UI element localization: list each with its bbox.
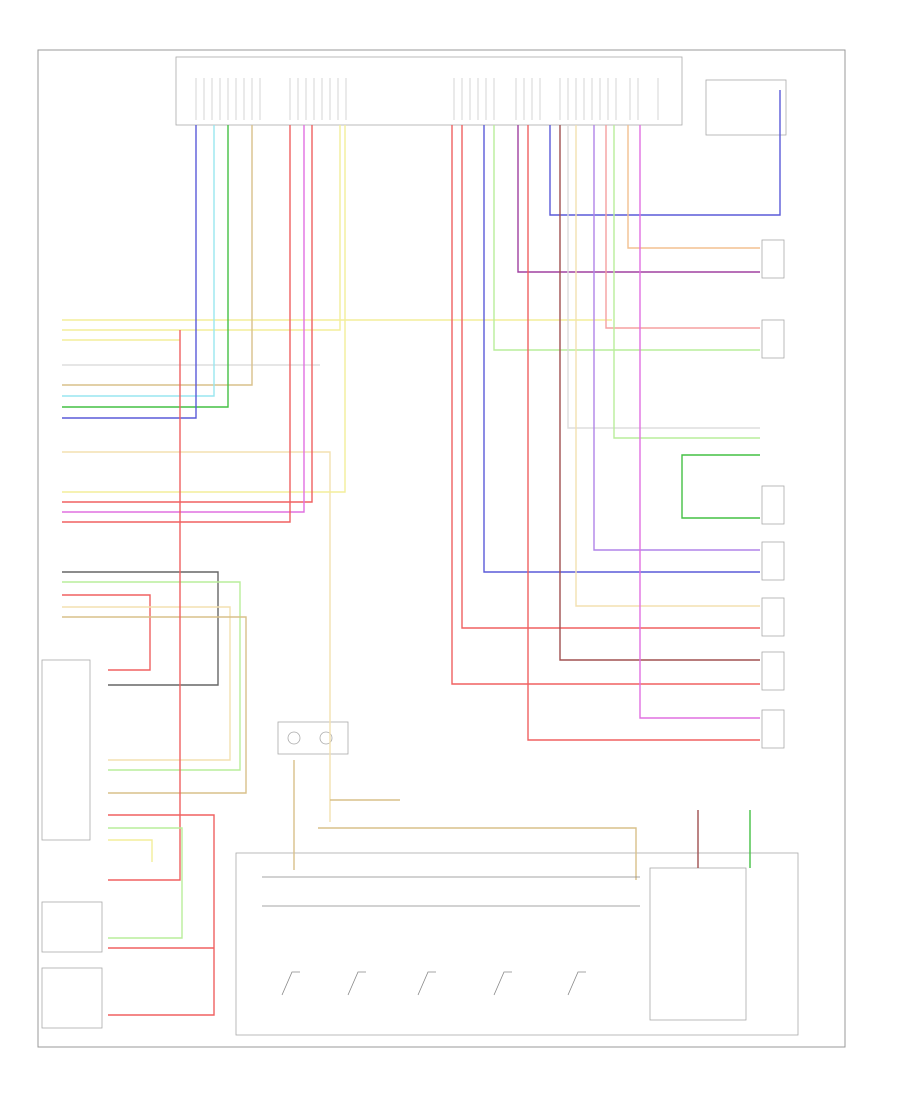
right-wires	[451, 90, 781, 741]
top-unit-connector	[175, 56, 683, 126]
center-switch	[277, 721, 349, 755]
fuse-box	[705, 79, 787, 136]
diagram-frame	[37, 49, 846, 1048]
lower-panel-switches	[262, 876, 640, 996]
lower-switch-panel	[235, 852, 799, 1036]
left-lower-components	[41, 901, 103, 1029]
top-connector-pins	[195, 78, 659, 120]
power-window-main-switch	[649, 867, 747, 1021]
left-connector-block	[41, 659, 91, 841]
right-components	[761, 239, 785, 749]
lower-wires	[108, 760, 751, 1016]
left-wires	[62, 125, 612, 881]
